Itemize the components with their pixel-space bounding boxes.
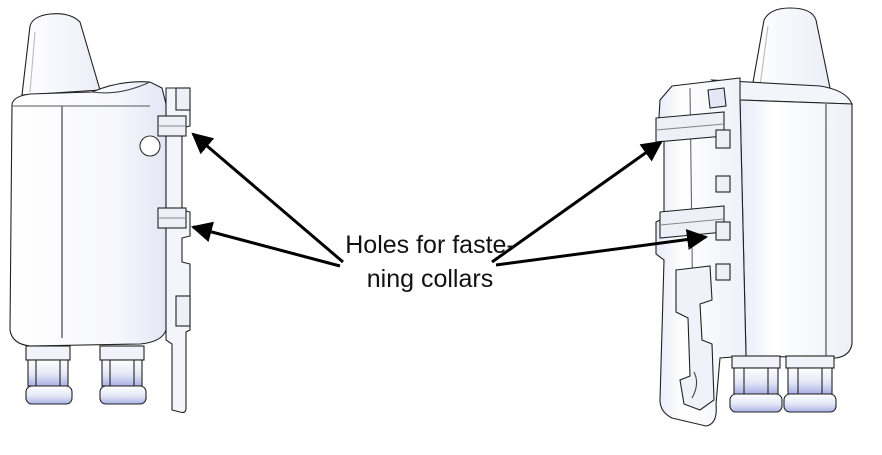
left-antenna <box>21 13 101 96</box>
right-housing <box>739 99 853 359</box>
left-device-side-view <box>9 13 191 414</box>
arrow-right-bottom <box>495 229 709 267</box>
arrow-left-top <box>191 132 344 264</box>
left-housing <box>9 81 167 347</box>
callout-arrows <box>190 132 709 268</box>
right-cable-glands <box>729 355 837 413</box>
arrow-right-top <box>491 140 663 264</box>
right-antenna <box>751 7 831 89</box>
arrow-left-bottom <box>190 221 341 268</box>
callout-line-2: ning collars <box>366 265 494 293</box>
callout-line-1: Holes for faste- <box>345 231 515 259</box>
callout-label: Holes for faste- ning collars <box>300 228 560 296</box>
right-device-perspective-view <box>655 7 853 427</box>
left-mounting-bracket <box>165 87 191 414</box>
left-cable-glands <box>25 345 147 405</box>
